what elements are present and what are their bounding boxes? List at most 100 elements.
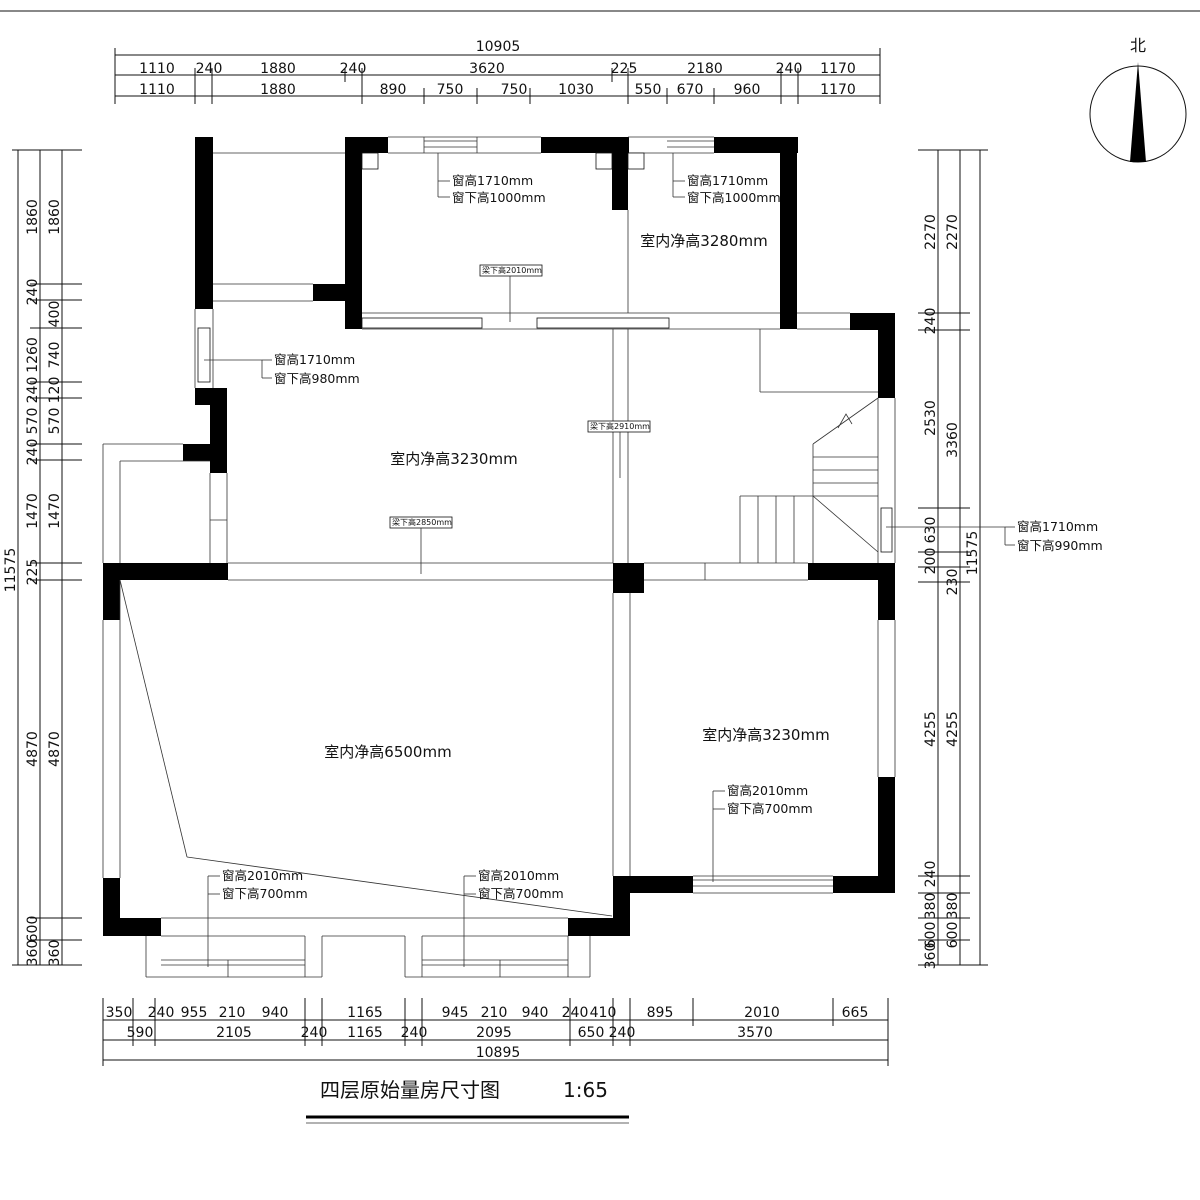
dim-right-total: 11575: [965, 531, 981, 576]
dim-bottom-row1: 210: [219, 1005, 246, 1021]
dim-right-col1: 240: [923, 308, 939, 335]
dim-top-total: 10905: [476, 39, 521, 55]
dim-bottom-row1: 940: [262, 1005, 289, 1021]
dim-right-col1: 380: [923, 893, 939, 920]
dim-left-col2: 570: [47, 408, 63, 435]
thin-lines: [102, 136, 896, 978]
dim-top-row2: 670: [677, 82, 704, 98]
dim-left-col2: 4870: [47, 731, 63, 767]
dim-bottom-row2: 3570: [737, 1025, 773, 1041]
window-height-note: 窗高1710mm: [1017, 519, 1098, 534]
dim-left-col2: 360: [47, 940, 63, 967]
dim-top-row2: 890: [380, 82, 407, 98]
dim-bottom-row2: 240: [401, 1025, 428, 1041]
north-arrow: 北: [1089, 36, 1187, 163]
window-sill-note: 窗下高990mm: [1017, 538, 1103, 553]
dim-right-col2: 3360: [945, 422, 961, 458]
dim-bottom-row1: 940: [522, 1005, 549, 1021]
dim-bottom-row1: 240: [148, 1005, 175, 1021]
north-label: 北: [1130, 36, 1146, 55]
window-height-note: 窗高1710mm: [687, 173, 768, 188]
dim-right-col1: 2530: [923, 400, 939, 436]
dim-right-col2: 380: [945, 893, 961, 920]
dim-top-row1: 2180: [687, 61, 723, 77]
window-height-note: 窗高2010mm: [478, 868, 559, 883]
dim-right-col1: 4255: [923, 711, 939, 747]
dim-left-col1: 240: [25, 439, 41, 466]
wall: [808, 563, 895, 580]
wall: [345, 137, 388, 153]
wall: [195, 137, 213, 309]
dim-right-col2: 4255: [945, 711, 961, 747]
dim-bottom-row1: 210: [481, 1005, 508, 1021]
dim-top-row2: 750: [437, 82, 464, 98]
dim-left-col1: 225: [25, 559, 41, 586]
walls: [103, 137, 895, 936]
north-needle-icon: [1130, 62, 1146, 162]
dim-right-col1: 360: [923, 943, 939, 970]
dim-right-col1: 600: [923, 922, 939, 949]
dim-bottom-row1: 665: [842, 1005, 869, 1021]
dim-top-row1: 1170: [820, 61, 856, 77]
dim-bottom-row1: 350: [106, 1005, 133, 1021]
room-height-label: 室内净高3280mm: [640, 232, 767, 250]
wall: [568, 918, 630, 936]
wall: [714, 137, 798, 153]
right-dimensions: 11575 2270 240 2530 630 200 4255 240 380…: [918, 149, 988, 970]
wall: [878, 777, 895, 893]
window-sill-note: 窗下高1000mm: [687, 190, 781, 205]
dim-left-col1: 570: [25, 408, 41, 435]
wall: [613, 563, 644, 593]
dim-left-col2: 120: [47, 377, 63, 404]
beam-labels: 梁下高2010mm 梁下高2910mm 梁下高2850mm: [389, 264, 651, 574]
window-height-note: 窗高1710mm: [452, 173, 533, 188]
dim-bottom-row2: 2095: [476, 1025, 512, 1041]
dim-bottom-row1: 240: [562, 1005, 589, 1021]
dim-top-row1: 240: [196, 61, 223, 77]
dim-top-row1: 3620: [469, 61, 505, 77]
dim-bottom-row1: 945: [442, 1005, 469, 1021]
dim-bottom-row2: 2105: [216, 1025, 252, 1041]
window-sill-note: 窗下高1000mm: [452, 190, 546, 205]
bottom-dimensions: 350 240 955 210 940 1165 945 210 940 240…: [102, 998, 889, 1066]
dim-right-col1: 240: [923, 861, 939, 888]
scale-text: 1:65: [563, 1078, 608, 1102]
window-height-note: 窗高2010mm: [727, 783, 808, 798]
dim-top-row1: 225: [611, 61, 638, 77]
wall: [345, 137, 362, 329]
top-dimensions: 10905 1110 240 1880 240 3620 225 2180 24…: [114, 39, 881, 104]
dim-left-col1: 1860: [25, 199, 41, 235]
dim-left-col2: 1860: [47, 199, 63, 235]
room-labels: 室内净高3280mm 室内净高3230mm 室内净高6500mm 室内净高323…: [324, 232, 829, 761]
dim-top-row1: 240: [340, 61, 367, 77]
window-height-note: 窗高1710mm: [274, 352, 355, 367]
dim-bottom-total: 10895: [476, 1045, 521, 1061]
wall: [612, 137, 628, 210]
beam-label: 梁下高2850mm: [392, 517, 452, 527]
dim-bottom-row1: 895: [647, 1005, 674, 1021]
wall: [541, 137, 629, 153]
wall: [103, 563, 120, 620]
dim-top-row2: 750: [501, 82, 528, 98]
window-sill-note: 窗下高700mm: [222, 886, 308, 901]
beam-label: 梁下高2910mm: [590, 421, 650, 431]
dim-left-col1: 240: [25, 279, 41, 306]
wall: [780, 137, 797, 329]
dim-top-row1: 240: [776, 61, 803, 77]
dim-top-row2: 1880: [260, 82, 296, 98]
dim-bottom-row1: 2010: [744, 1005, 780, 1021]
dim-top-row1: 1110: [139, 61, 175, 77]
room-height-label: 室内净高3230mm: [702, 726, 829, 744]
dim-left-col1: 4870: [25, 731, 41, 767]
dim-left-col1: 1260: [25, 337, 41, 373]
dim-left-col2: 400: [47, 301, 63, 328]
dim-bottom-row2: 240: [609, 1025, 636, 1041]
wall: [878, 313, 895, 398]
drawing-title: 四层原始量房尺寸图 1:65: [306, 1078, 629, 1124]
window-sill-note: 窗下高700mm: [727, 801, 813, 816]
dim-bottom-row2: 650: [578, 1025, 605, 1041]
window-sill-note: 窗下高980mm: [274, 371, 360, 386]
dim-top-row2: 1030: [558, 82, 594, 98]
dim-left-col1: 600: [25, 916, 41, 943]
